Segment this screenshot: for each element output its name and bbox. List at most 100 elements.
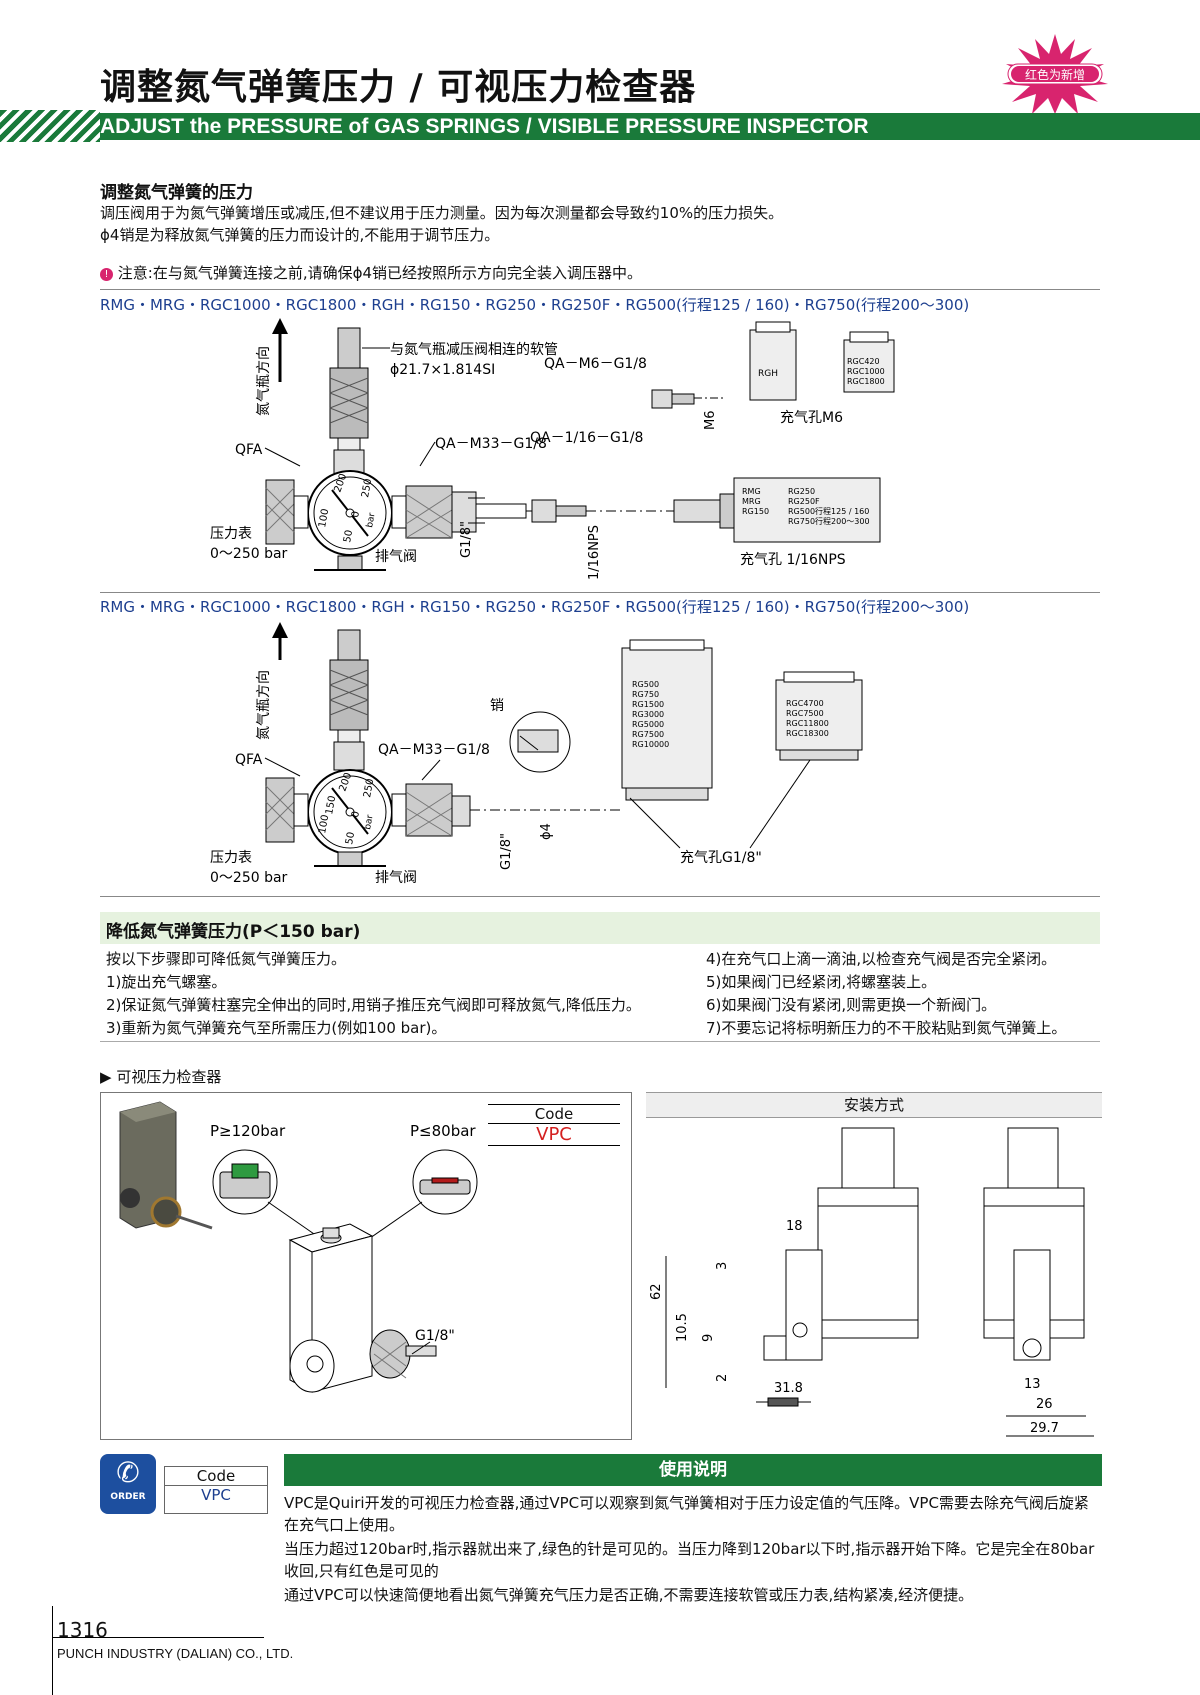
svg-text:RG500: RG500 xyxy=(632,680,659,689)
svg-text:RMG: RMG xyxy=(742,487,761,496)
svg-text:RG150: RG150 xyxy=(742,507,769,516)
svg-text:250: 250 xyxy=(362,778,376,799)
d1-gauge-label: 压力表 xyxy=(210,526,252,542)
diagram1-drawing: 氮气瓶方向 与氮气瓶减压阀相连的软管 ϕ21.7×1.814SI 100 200… xyxy=(210,318,895,580)
intro-note: ! 注意:在与氮气弹簧连接之前,请确保ϕ4销已经按照所示方向完全装入调压器中。 xyxy=(100,262,642,284)
d1-direction: 氮气瓶方向 xyxy=(256,346,272,416)
svg-text:3: 3 xyxy=(715,1262,730,1270)
intro-line-1: 调压阀用于为氮气弹簧增压或减压,但不建议用于压力测量。因为每次测量都会导致约10… xyxy=(100,204,784,222)
svg-text:RG250F: RG250F xyxy=(788,497,820,506)
intro-line-2: ϕ4销是为释放氮气弹簧的压力而设计的,不能用于调节压力。 xyxy=(100,226,500,244)
warning-icon: ! xyxy=(100,268,113,281)
d1-fill-m6: 充气孔M6 xyxy=(780,410,843,426)
diagram2-drawing: 氮气瓶方向 100 150 200 250 50 0 bar QFA QA－M3… xyxy=(210,622,863,886)
svg-text:50: 50 xyxy=(342,529,355,543)
usage-p3: 通过VPC可以快速简便地看出氮气弹簧充气压力是否正确,不需要连接软管或压力表,结… xyxy=(284,1586,974,1604)
svg-text:100: 100 xyxy=(317,814,331,835)
order-code-label: Code xyxy=(165,1467,267,1486)
divider xyxy=(100,289,1100,290)
intro-note-text: 注意:在与氮气弹簧连接之前,请确保ϕ4销已经按照所示方向完全装入调压器中。 xyxy=(117,264,643,282)
page-title: 调整氮气弹簧压力 / 可视压力检查器 xyxy=(100,67,697,108)
svg-text:RGC4700: RGC4700 xyxy=(786,699,824,708)
d2-gauge-range: 0～250 bar xyxy=(210,870,288,886)
d2-qa-m33: QA－M33－G1/8 xyxy=(378,742,490,758)
mount-drawing: 62 18 3 10.5 9 2 31.8 13 26 29.7 xyxy=(649,1127,1094,1437)
divider xyxy=(100,896,1100,897)
d1-qa-116: QA－1/16－G1/8 xyxy=(530,430,643,446)
usage-p2: 当压力超过120bar时,指示器就出来了,绿色的针是可见的。当压力降到120ba… xyxy=(284,1540,1095,1580)
svg-text:150: 150 xyxy=(324,795,338,816)
svg-text:RGC420: RGC420 xyxy=(847,357,880,366)
svg-text:100: 100 xyxy=(317,508,331,529)
svg-text:bar: bar xyxy=(363,814,375,831)
d2-direction: 氮气瓶方向 xyxy=(256,670,272,740)
svg-text:RG250: RG250 xyxy=(788,487,815,496)
vpc-section-text: 可视压力检查器 xyxy=(116,1068,222,1086)
divider xyxy=(100,1041,1100,1042)
d1-g18: G1/8" xyxy=(459,521,474,558)
svg-text:RGC1000: RGC1000 xyxy=(847,367,885,376)
svg-text:RG3000: RG3000 xyxy=(632,710,664,719)
svg-text:9: 9 xyxy=(701,1334,716,1342)
vpc-photo xyxy=(119,1101,213,1230)
mount-box: 安装方式 xyxy=(646,1092,1102,1440)
svg-text:31.8: 31.8 xyxy=(774,1381,803,1396)
d1-qfa: QFA xyxy=(235,442,263,458)
vpc-g18: G1/8" xyxy=(415,1328,455,1344)
footer-rule xyxy=(52,1637,264,1638)
reduce-heading: 降低氮气弹簧压力(P＜150 bar) xyxy=(106,922,361,942)
company-name: PUNCH INDUSTRY (DALIAN) CO., LTD. xyxy=(57,1646,294,1661)
reduce-heading-bar xyxy=(100,912,1100,944)
divider xyxy=(100,592,1100,593)
new-badge-text: 红色为新增 xyxy=(1025,67,1085,82)
order-code-box: Code VPC xyxy=(164,1466,268,1514)
svg-text:0: 0 xyxy=(350,810,362,818)
svg-text:2: 2 xyxy=(715,1374,730,1382)
svg-text:50: 50 xyxy=(344,831,357,845)
d1-nps: 1/16NPS xyxy=(587,525,602,580)
phone-icon: ✆ xyxy=(116,1456,140,1489)
reduce-step: 按以下步骤即可降低氮气弹簧压力。 xyxy=(106,950,347,968)
vpc-section-label: ▶ 可视压力检查器 xyxy=(100,1066,221,1088)
d1-fill-nps: 充气孔 1/16NPS xyxy=(740,552,846,568)
d2-pin: 销 xyxy=(490,698,504,714)
usage-p1: VPC是Quiri开发的可视压力检查器,通过VPC可以观察到氮气弹簧相对于压力设… xyxy=(284,1494,1089,1534)
svg-text:10.5: 10.5 xyxy=(675,1313,690,1342)
svg-text:RG1500: RG1500 xyxy=(632,700,664,709)
diagram1-models: RMG・MRG・RGC1000・RGC1800・RGH・RG150・RG250・… xyxy=(100,296,970,314)
svg-text:RGC18300: RGC18300 xyxy=(786,729,829,738)
vpc-code-box: Code VPC xyxy=(488,1104,620,1150)
d2-qfa: QFA xyxy=(235,752,263,768)
reduce-step: 7)不要忘记将标明新压力的不干胶粘贴到氮气弹簧上。 xyxy=(706,1019,1067,1037)
english-subtitle: ADJUST the PRESSURE of GAS SPRINGS / VIS… xyxy=(100,113,1200,140)
usage-heading: 使用说明 xyxy=(284,1454,1102,1486)
svg-text:MRG: MRG xyxy=(742,497,761,506)
svg-text:29.7: 29.7 xyxy=(1030,1421,1059,1436)
starburst-icon xyxy=(1002,34,1108,114)
reduce-step: 2)保证氮气弹簧柱塞完全伸出的同时,用销子推压充气阀即可释放氮气,降低压力。 xyxy=(106,996,641,1014)
reduce-step: 1)旋出充气螺塞。 xyxy=(106,973,227,991)
svg-text:18: 18 xyxy=(786,1219,803,1234)
vpc-code-label: Code xyxy=(488,1104,620,1124)
svg-text:RG500行程125 / 160: RG500行程125 / 160 xyxy=(788,506,869,516)
new-badge: 红色为新增 xyxy=(1002,34,1108,114)
svg-text:0: 0 xyxy=(350,510,362,518)
d1-hose-spec: ϕ21.7×1.814SI xyxy=(390,362,495,378)
svg-text:250: 250 xyxy=(360,478,374,499)
svg-text:RGC11800: RGC11800 xyxy=(786,719,829,728)
d2-g18: G1/8" xyxy=(499,833,514,870)
d1-gauge-range: 0～250 bar xyxy=(210,546,288,562)
intro-heading: 调整氮气弹簧的压力 xyxy=(100,183,253,203)
mount-title: 安装方式 xyxy=(646,1092,1102,1118)
reduce-step: 4)在充气口上滴一滴油,以检查充气阀是否完全紧闭。 xyxy=(706,950,1057,968)
vpc-p-low: P≤80bar xyxy=(410,1122,476,1140)
svg-text:bar: bar xyxy=(365,512,377,529)
svg-text:62: 62 xyxy=(649,1283,664,1300)
d2-phi4: ϕ4 xyxy=(539,823,554,840)
svg-text:RG7500: RG7500 xyxy=(632,730,664,739)
reduce-step: 6)如果阀门没有紧闭,则需更换一个新阀门。 xyxy=(706,996,997,1014)
svg-text:RGC1800: RGC1800 xyxy=(847,377,885,386)
svg-text:26: 26 xyxy=(1036,1397,1053,1412)
d1-hose: 与氮气瓶减压阀相连的软管 xyxy=(390,342,558,358)
svg-text:RG10000: RG10000 xyxy=(632,740,669,749)
